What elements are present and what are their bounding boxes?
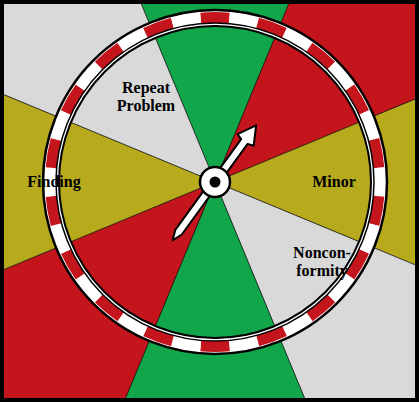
rim-segment (200, 12, 230, 24)
hub-pin (210, 177, 221, 188)
rim-segment (373, 167, 385, 197)
inner-band (56, 23, 374, 341)
wheel (43, 10, 387, 354)
hub (200, 167, 230, 197)
wheel-label: Minor (299, 173, 369, 191)
wheel-edge (59, 26, 371, 338)
rim-segment (200, 340, 230, 352)
wheel-label: Finding (14, 173, 94, 191)
wheel-label: Repeat Problem (106, 79, 186, 116)
background-sectors (4, 4, 415, 398)
wheel-sector (71, 38, 215, 182)
wheel-rim (43, 10, 387, 354)
wheel-label: Noncon- formity (282, 244, 362, 281)
spinner-pointer (165, 119, 265, 246)
